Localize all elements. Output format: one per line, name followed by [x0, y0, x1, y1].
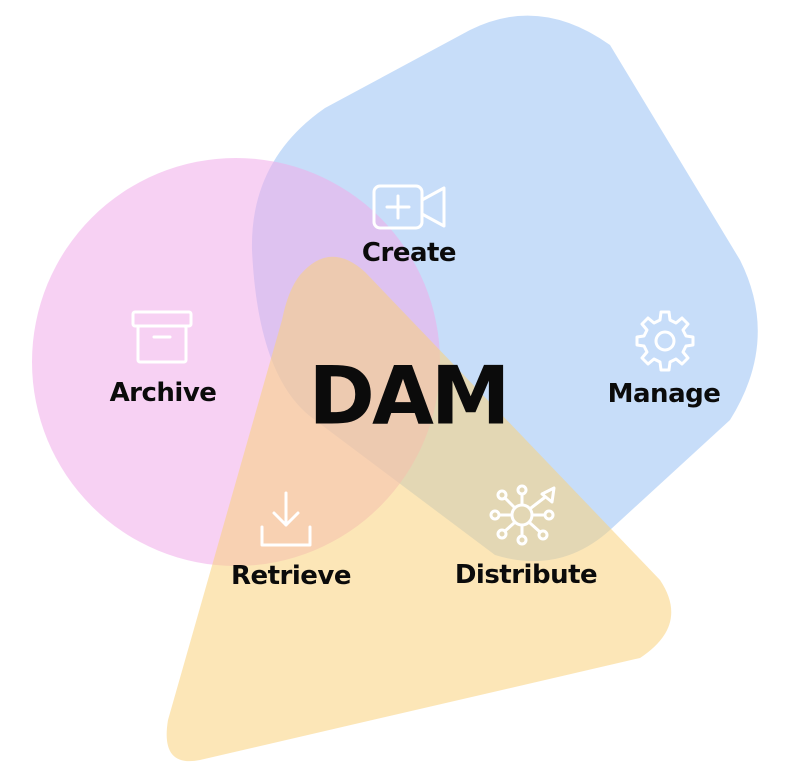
node-label-create: Create [361, 238, 457, 268]
gear-icon [635, 310, 695, 372]
node-label-distribute: Distribute [454, 560, 598, 590]
node-label-manage: Manage [607, 379, 721, 409]
yellow-triangle [166, 256, 672, 762]
node-label-archive: Archive [109, 378, 217, 408]
archive-box-icon [131, 310, 193, 364]
video-add-icon [372, 184, 446, 230]
download-icon [260, 491, 312, 547]
center-title: DAM [308, 349, 511, 443]
network-hub-icon [489, 484, 556, 546]
node-label-retrieve: Retrieve [230, 561, 352, 591]
